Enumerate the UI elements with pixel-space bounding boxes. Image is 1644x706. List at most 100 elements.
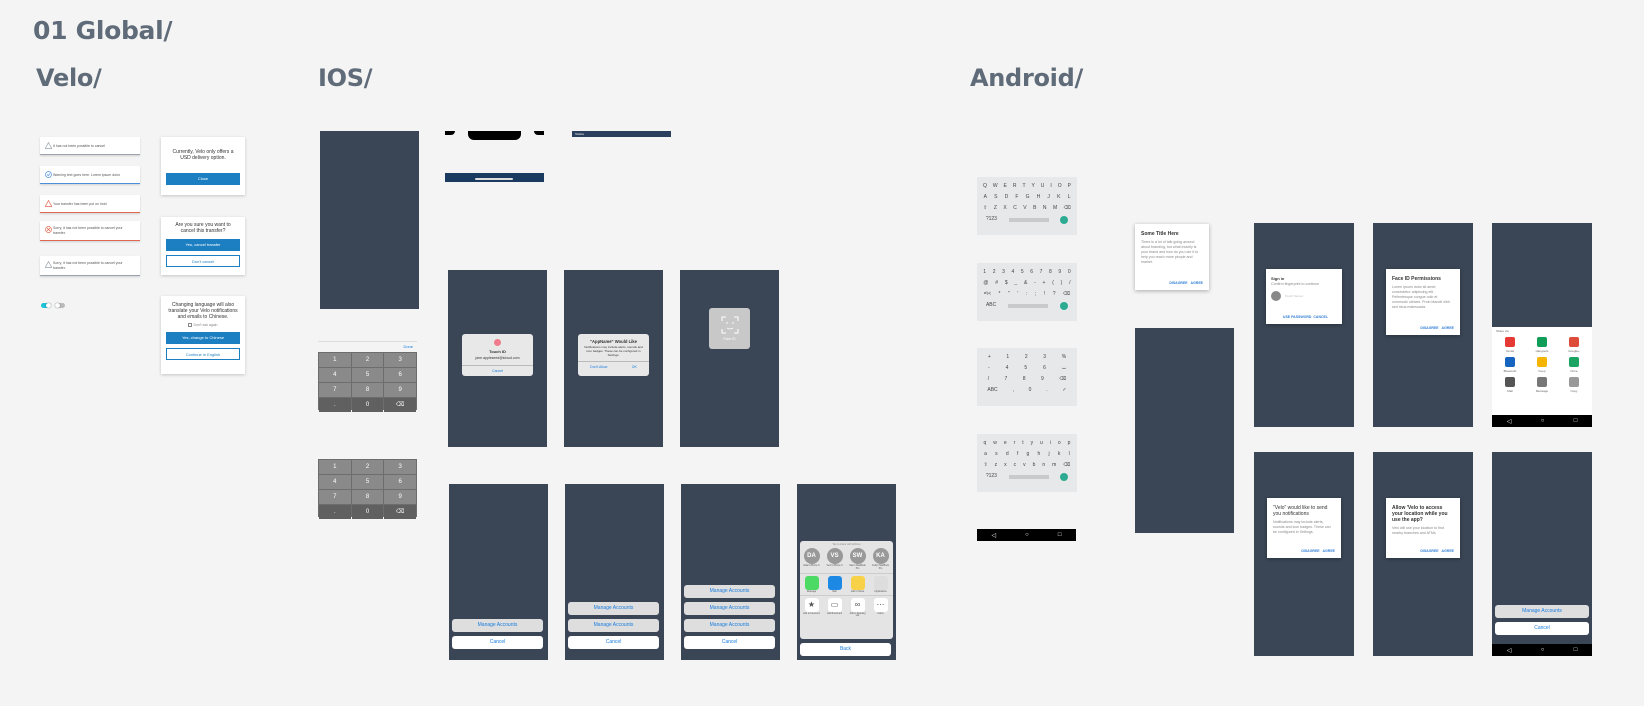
keyboard-key[interactable]: X bbox=[1003, 205, 1007, 211]
keyboard-key[interactable]: g bbox=[1026, 451, 1030, 457]
keypad-key[interactable]: 4 bbox=[319, 475, 351, 489]
keyboard-key[interactable]: - bbox=[987, 365, 990, 371]
keyboard-key[interactable]: 0 bbox=[1028, 387, 1032, 393]
share-action[interactable]: ⋯Action bbox=[871, 597, 890, 619]
disagree-button[interactable]: DISAGREE bbox=[1301, 549, 1320, 553]
share-target[interactable]: Drive bbox=[1560, 357, 1588, 373]
keypad-key[interactable]: 5 bbox=[351, 475, 384, 489]
keyboard-key[interactable]: ! bbox=[1043, 291, 1046, 297]
home-icon[interactable]: ○ bbox=[1025, 532, 1029, 538]
toggle-off[interactable] bbox=[55, 303, 65, 308]
keyboard-key[interactable]: _ bbox=[1014, 280, 1018, 286]
keyboard-key[interactable]: ✓ bbox=[1062, 387, 1067, 393]
disagree-button[interactable]: DISAGREE bbox=[1169, 281, 1188, 285]
keyboard-key[interactable]: T bbox=[1022, 183, 1026, 189]
keypad-key[interactable]: ⌫ bbox=[384, 505, 416, 519]
close-button[interactable]: Close bbox=[166, 173, 240, 185]
keyboard-key[interactable]: 4 bbox=[1005, 365, 1009, 371]
keypad-key[interactable]: 3 bbox=[384, 460, 416, 474]
cancel-button[interactable]: Cancel bbox=[452, 636, 543, 649]
keyboard-key[interactable]: 6 bbox=[1030, 269, 1034, 275]
keyboard-key[interactable]: ( bbox=[1052, 280, 1054, 286]
share-action[interactable]: ▭Add Bookmark bbox=[825, 597, 844, 619]
back-icon[interactable]: ◁ bbox=[991, 532, 997, 539]
keyboard-key[interactable]: K bbox=[1057, 194, 1061, 200]
keypad-key[interactable]: 7 bbox=[319, 490, 351, 504]
share-target[interactable]: Google+ bbox=[1560, 337, 1588, 353]
keyboard-key[interactable]: x bbox=[1004, 462, 1007, 468]
share-app[interactable]: Mail bbox=[825, 575, 844, 593]
keyboard-key[interactable]: & bbox=[1023, 280, 1028, 286]
keypad-key[interactable]: 7 bbox=[319, 383, 351, 397]
keyboard-key[interactable]: W bbox=[992, 183, 998, 189]
keyboard-key[interactable]: ⇧ bbox=[983, 462, 988, 468]
keyboard-key[interactable]: 2 bbox=[1024, 354, 1028, 360]
keyboard-key[interactable]: j bbox=[1048, 451, 1050, 457]
confirm-cancel-button[interactable]: Yes, cancel transfer bbox=[166, 239, 240, 251]
share-target[interactable]: Gmail bbox=[1496, 337, 1524, 353]
keyboard-key[interactable]: ⌫ bbox=[1063, 291, 1071, 297]
cancel-button[interactable]: Cancel bbox=[1495, 622, 1589, 635]
keypad-key[interactable]: 6 bbox=[384, 368, 416, 382]
keyboard-key[interactable]: # bbox=[995, 280, 999, 286]
keypad-key[interactable]: 3 bbox=[384, 353, 416, 367]
manage-accounts-button[interactable]: Manage Accounts bbox=[684, 619, 775, 632]
keypad-key[interactable]: ⌫ bbox=[384, 398, 416, 412]
keyboard-key[interactable]: / bbox=[1069, 280, 1071, 286]
keyboard-key[interactable]: ⌴ bbox=[1061, 365, 1066, 371]
keyboard-key[interactable]: 8 bbox=[1049, 269, 1052, 275]
keyboard-key[interactable]: 5 bbox=[1024, 365, 1028, 371]
keyboard-key[interactable]: a bbox=[984, 451, 987, 457]
cancel-button[interactable]: Cancel bbox=[568, 636, 659, 649]
keyboard-key[interactable]: : bbox=[1025, 291, 1028, 297]
back-icon[interactable]: ◁ bbox=[1506, 418, 1512, 425]
dont-ask-checkbox[interactable]: Don't ask again bbox=[161, 323, 245, 328]
keyboard-key[interactable]: q bbox=[983, 440, 987, 446]
keyboard-key[interactable]: n bbox=[1042, 462, 1046, 468]
keypad-key[interactable]: 9 bbox=[384, 490, 416, 504]
enter-key[interactable] bbox=[1060, 215, 1069, 224]
agree-button[interactable]: AGREE bbox=[1322, 549, 1335, 553]
mode-switch-key[interactable]: ?123 bbox=[985, 216, 997, 222]
keyboard-key[interactable]: d bbox=[1005, 451, 1009, 457]
share-target[interactable]: Mail bbox=[1496, 377, 1524, 393]
keyboard-key[interactable]: + bbox=[1042, 280, 1046, 286]
keypad-key[interactable]: 1 bbox=[319, 460, 351, 474]
enter-key[interactable] bbox=[1060, 301, 1069, 310]
keyboard-key[interactable]: R bbox=[1012, 183, 1017, 189]
change-language-button[interactable]: Yes, change to Chinese bbox=[166, 332, 240, 345]
keypad-key[interactable]: . bbox=[319, 505, 351, 519]
share-target[interactable]: Hangouts bbox=[1528, 337, 1556, 353]
mode-switch-key[interactable]: ABC bbox=[985, 302, 997, 308]
keypad-key[interactable]: 6 bbox=[384, 475, 416, 489]
keypad-key[interactable]: 1 bbox=[319, 353, 351, 367]
keyboard-key[interactable]: m bbox=[1052, 462, 1057, 468]
cancel-button[interactable]: CANCEL bbox=[1313, 315, 1328, 319]
keyboard-key[interactable]: o bbox=[1057, 440, 1061, 446]
enter-key[interactable] bbox=[1060, 472, 1069, 481]
keyboard-key[interactable]: 5 bbox=[1020, 269, 1024, 275]
back-button[interactable]: Back bbox=[800, 643, 891, 656]
agree-button[interactable]: AGREE bbox=[1190, 281, 1203, 285]
disagree-button[interactable]: DISAGREE bbox=[1420, 326, 1439, 330]
spacebar[interactable] bbox=[1008, 474, 1049, 479]
keyboard-key[interactable]: 3 bbox=[1002, 269, 1005, 275]
keypad-key[interactable]: 8 bbox=[351, 490, 384, 504]
keyboard-key[interactable]: ⌫ bbox=[1063, 205, 1071, 211]
toggle-on[interactable] bbox=[41, 303, 51, 308]
keyboard-key[interactable]: 9 bbox=[1058, 269, 1062, 275]
keypad-key[interactable]: 0 bbox=[351, 505, 384, 519]
keypad-key[interactable]: 2 bbox=[351, 353, 384, 367]
keyboard-key[interactable]: + bbox=[987, 354, 991, 360]
keyboard-key[interactable]: 7 bbox=[1004, 376, 1008, 382]
keyboard-key[interactable]: 9 bbox=[1040, 376, 1044, 382]
keyboard-key[interactable]: Y bbox=[1031, 183, 1035, 189]
share-app[interactable]: Applications bbox=[871, 575, 890, 593]
agree-button[interactable]: AGREE bbox=[1441, 549, 1454, 553]
keyboard-key[interactable]: r bbox=[1013, 440, 1016, 446]
keyboard-key[interactable]: A bbox=[983, 194, 987, 200]
keyboard-key[interactable]: 8 bbox=[1022, 376, 1026, 382]
